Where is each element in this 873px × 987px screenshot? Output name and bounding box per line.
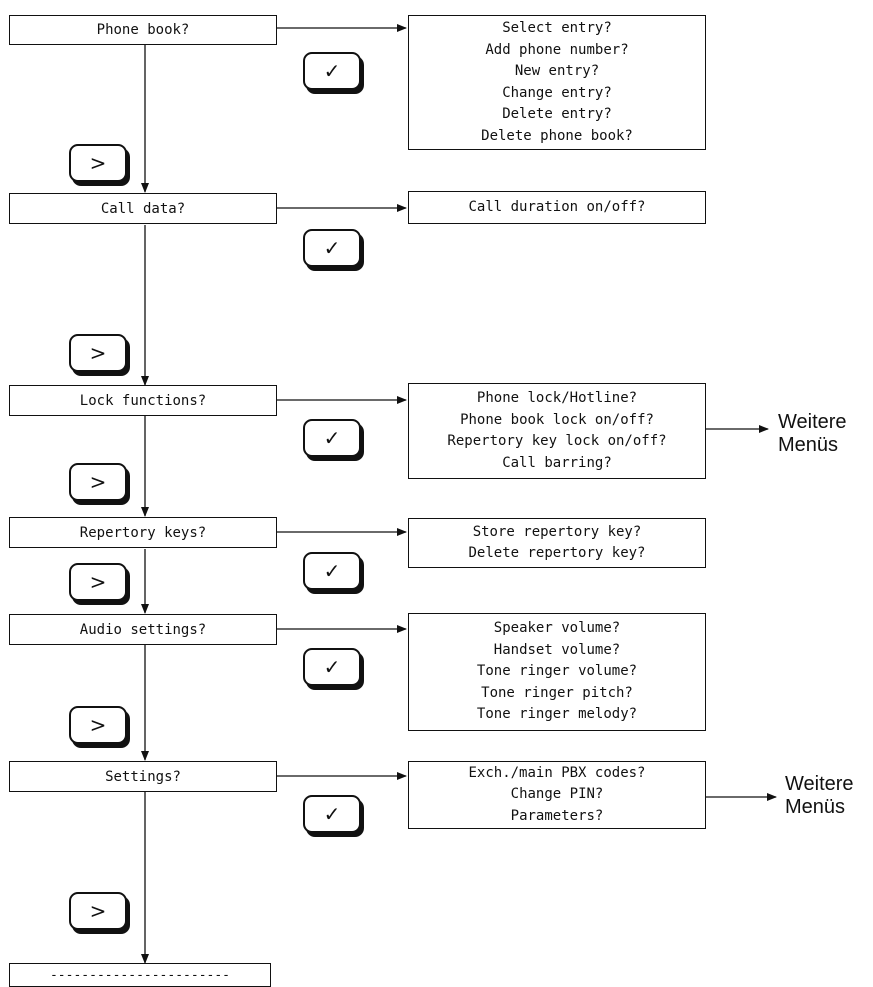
next-key-icon: > bbox=[69, 334, 127, 372]
submenu-item: Add phone number? bbox=[485, 41, 629, 58]
submenu-item: Repertory key lock on/off? bbox=[447, 433, 667, 449]
menu-repertory-keys: Repertory keys? bbox=[9, 517, 277, 548]
submenu-item: Phone lock/Hotline? bbox=[476, 390, 638, 406]
menu-end-placeholder: ----------------------- bbox=[9, 963, 271, 987]
submenu-item: Phone book lock on/off? bbox=[460, 411, 654, 428]
more-menus-label-settings: Weitere Menüs bbox=[785, 773, 854, 819]
submenu-item: Tone ringer volume? bbox=[476, 663, 638, 680]
submenu-item: Call duration on/off? bbox=[468, 198, 646, 215]
next-key-icon: > bbox=[69, 563, 127, 601]
next-key-icon: > bbox=[69, 706, 127, 744]
more-menus-label-lock: Weitere Menüs bbox=[778, 411, 847, 457]
submenu-audio-settings: Speaker volume? Handset volume? Tone rin… bbox=[408, 613, 706, 731]
submenu-item: Change entry? bbox=[502, 84, 612, 101]
submenu-lock-functions: Phone lock/Hotline? Phone book lock on/o… bbox=[408, 383, 706, 479]
submenu-call-data: Call duration on/off? bbox=[408, 191, 706, 224]
submenu-item: Speaker volume? bbox=[493, 620, 621, 637]
submenu-item: Parameters? bbox=[510, 807, 604, 824]
menu-audio-settings: Audio settings? bbox=[9, 614, 277, 645]
submenu-item: Delete phone book? bbox=[481, 127, 633, 144]
more-menus-line2: Menüs bbox=[785, 796, 846, 818]
more-menus-line1: Weitere bbox=[785, 773, 854, 795]
submenu-item: Exch./main PBX codes? bbox=[468, 764, 646, 781]
submenu-phone-book: Select entry? Add phone number? New entr… bbox=[408, 15, 706, 150]
ok-key-icon: ✓ bbox=[303, 552, 361, 590]
more-menus-line2: Menüs bbox=[778, 434, 839, 456]
submenu-item: New entry? bbox=[514, 63, 600, 79]
submenu-item: Store repertory key? bbox=[472, 523, 642, 540]
next-key-icon: > bbox=[69, 144, 127, 182]
submenu-settings: Exch./main PBX codes? Change PIN? Parame… bbox=[408, 761, 706, 829]
menu-lock-functions: Lock functions? bbox=[9, 385, 277, 416]
menu-call-data: Call data? bbox=[9, 193, 277, 224]
submenu-item: Delete entry? bbox=[502, 106, 612, 122]
submenu-item: Tone ringer melody? bbox=[476, 706, 638, 723]
more-menus-line1: Weitere bbox=[778, 411, 847, 433]
ok-key-icon: ✓ bbox=[303, 795, 361, 833]
menu-phone-book: Phone book? bbox=[9, 15, 277, 45]
ok-key-icon: ✓ bbox=[303, 419, 361, 457]
next-key-icon: > bbox=[69, 463, 127, 501]
submenu-item: Delete repertory key? bbox=[468, 545, 646, 561]
ok-key-icon: ✓ bbox=[303, 229, 361, 267]
submenu-item: Call barring? bbox=[502, 454, 612, 471]
ok-key-icon: ✓ bbox=[303, 648, 361, 686]
submenu-item: Change PIN? bbox=[510, 786, 604, 803]
submenu-item: Handset volume? bbox=[493, 641, 621, 658]
submenu-repertory-keys: Store repertory key? Delete repertory ke… bbox=[408, 518, 706, 568]
menu-settings: Settings? bbox=[9, 761, 277, 792]
ok-key-icon: ✓ bbox=[303, 52, 361, 90]
submenu-item: Select entry? bbox=[502, 20, 612, 36]
next-key-icon: > bbox=[69, 892, 127, 930]
submenu-item: Tone ringer pitch? bbox=[481, 684, 633, 701]
